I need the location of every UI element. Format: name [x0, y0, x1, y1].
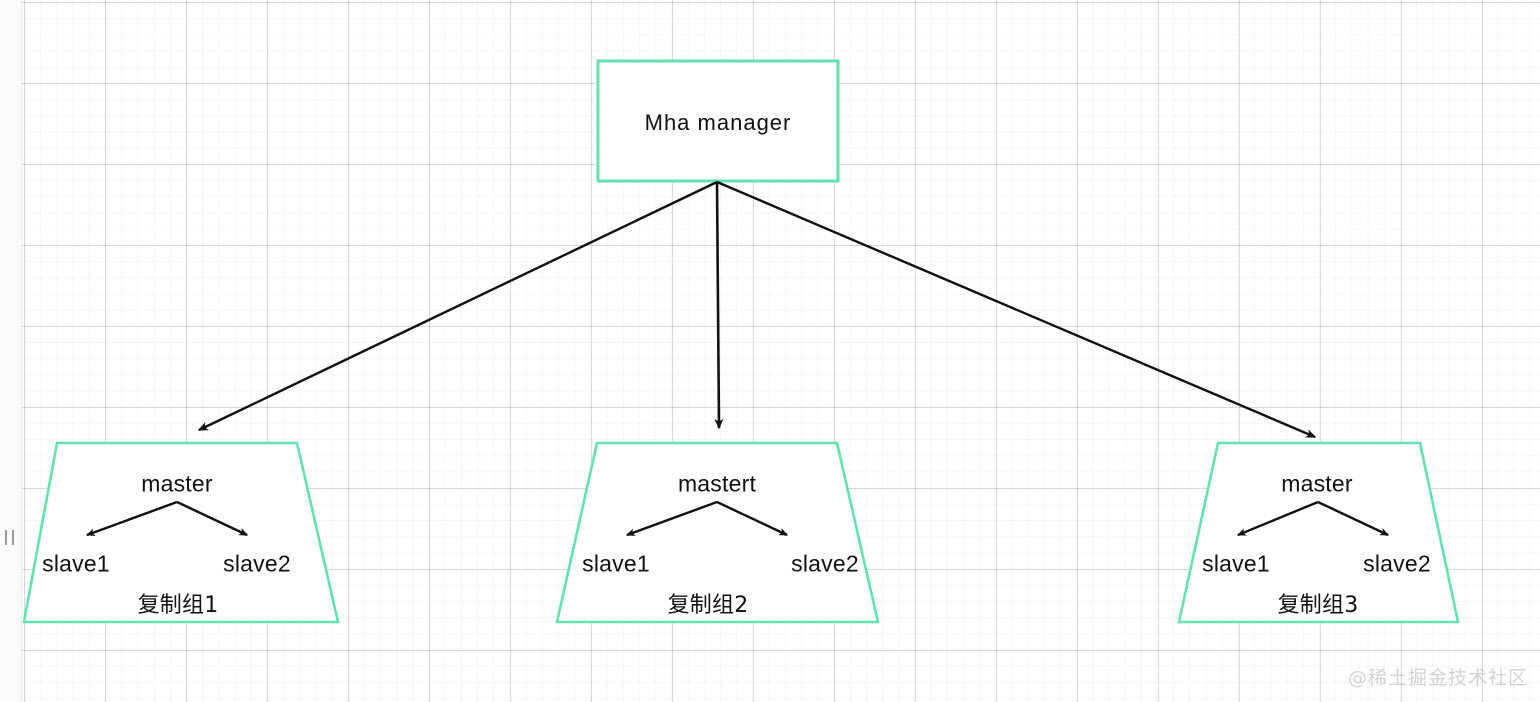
group2-slave1-label: slave1: [582, 550, 650, 577]
group2-arrow-master-to-slave1[interactable]: [625, 500, 718, 537]
manager-box-label: Mha manager: [644, 110, 792, 135]
group1-slave2-label: slave2: [223, 550, 291, 577]
handle-bar-1: [5, 530, 7, 545]
group3-arrow-master-to-slave1[interactable]: [1236, 500, 1319, 537]
group3-caption: 复制组3: [1277, 593, 1359, 618]
group2-arrow-master-to-slave2[interactable]: [716, 500, 789, 537]
group3-slave1-label: slave1: [1202, 550, 1270, 577]
manager-box[interactable]: [596, 59, 840, 183]
left-margin-divider: [21, 0, 22, 702]
connector-manager-to-group3[interactable]: [716, 180, 1317, 439]
group2-master-label: mastert: [677, 470, 757, 497]
group2-trapezoid[interactable]: [555, 441, 880, 624]
group3-trapezoid[interactable]: [1177, 441, 1460, 624]
watermark-text: @稀土掘金技术社区: [1347, 667, 1528, 689]
group1-arrow-master-to-slave2[interactable]: [176, 500, 249, 537]
canvas-resize-handle[interactable]: [5, 530, 14, 545]
group1-master-label: master: [141, 470, 213, 497]
group3-master-label: master: [1281, 470, 1353, 497]
connector-manager-to-group2[interactable]: [714, 181, 724, 430]
group1-caption: 复制组1: [137, 593, 219, 618]
left-margin-strip: [0, 0, 22, 702]
group3-slave2-label: slave2: [1363, 550, 1431, 577]
connector-manager-to-group1[interactable]: [197, 180, 718, 432]
group1-arrow-master-to-slave1[interactable]: [85, 500, 178, 537]
group2-caption: 复制组2: [667, 593, 749, 618]
group3-arrow-master-to-slave2[interactable]: [1317, 500, 1390, 537]
group1-trapezoid[interactable]: [22, 441, 340, 624]
group2-slave2-label: slave2: [791, 550, 859, 577]
group1-slave1-label: slave1: [42, 550, 110, 577]
handle-bar-2: [12, 530, 14, 545]
